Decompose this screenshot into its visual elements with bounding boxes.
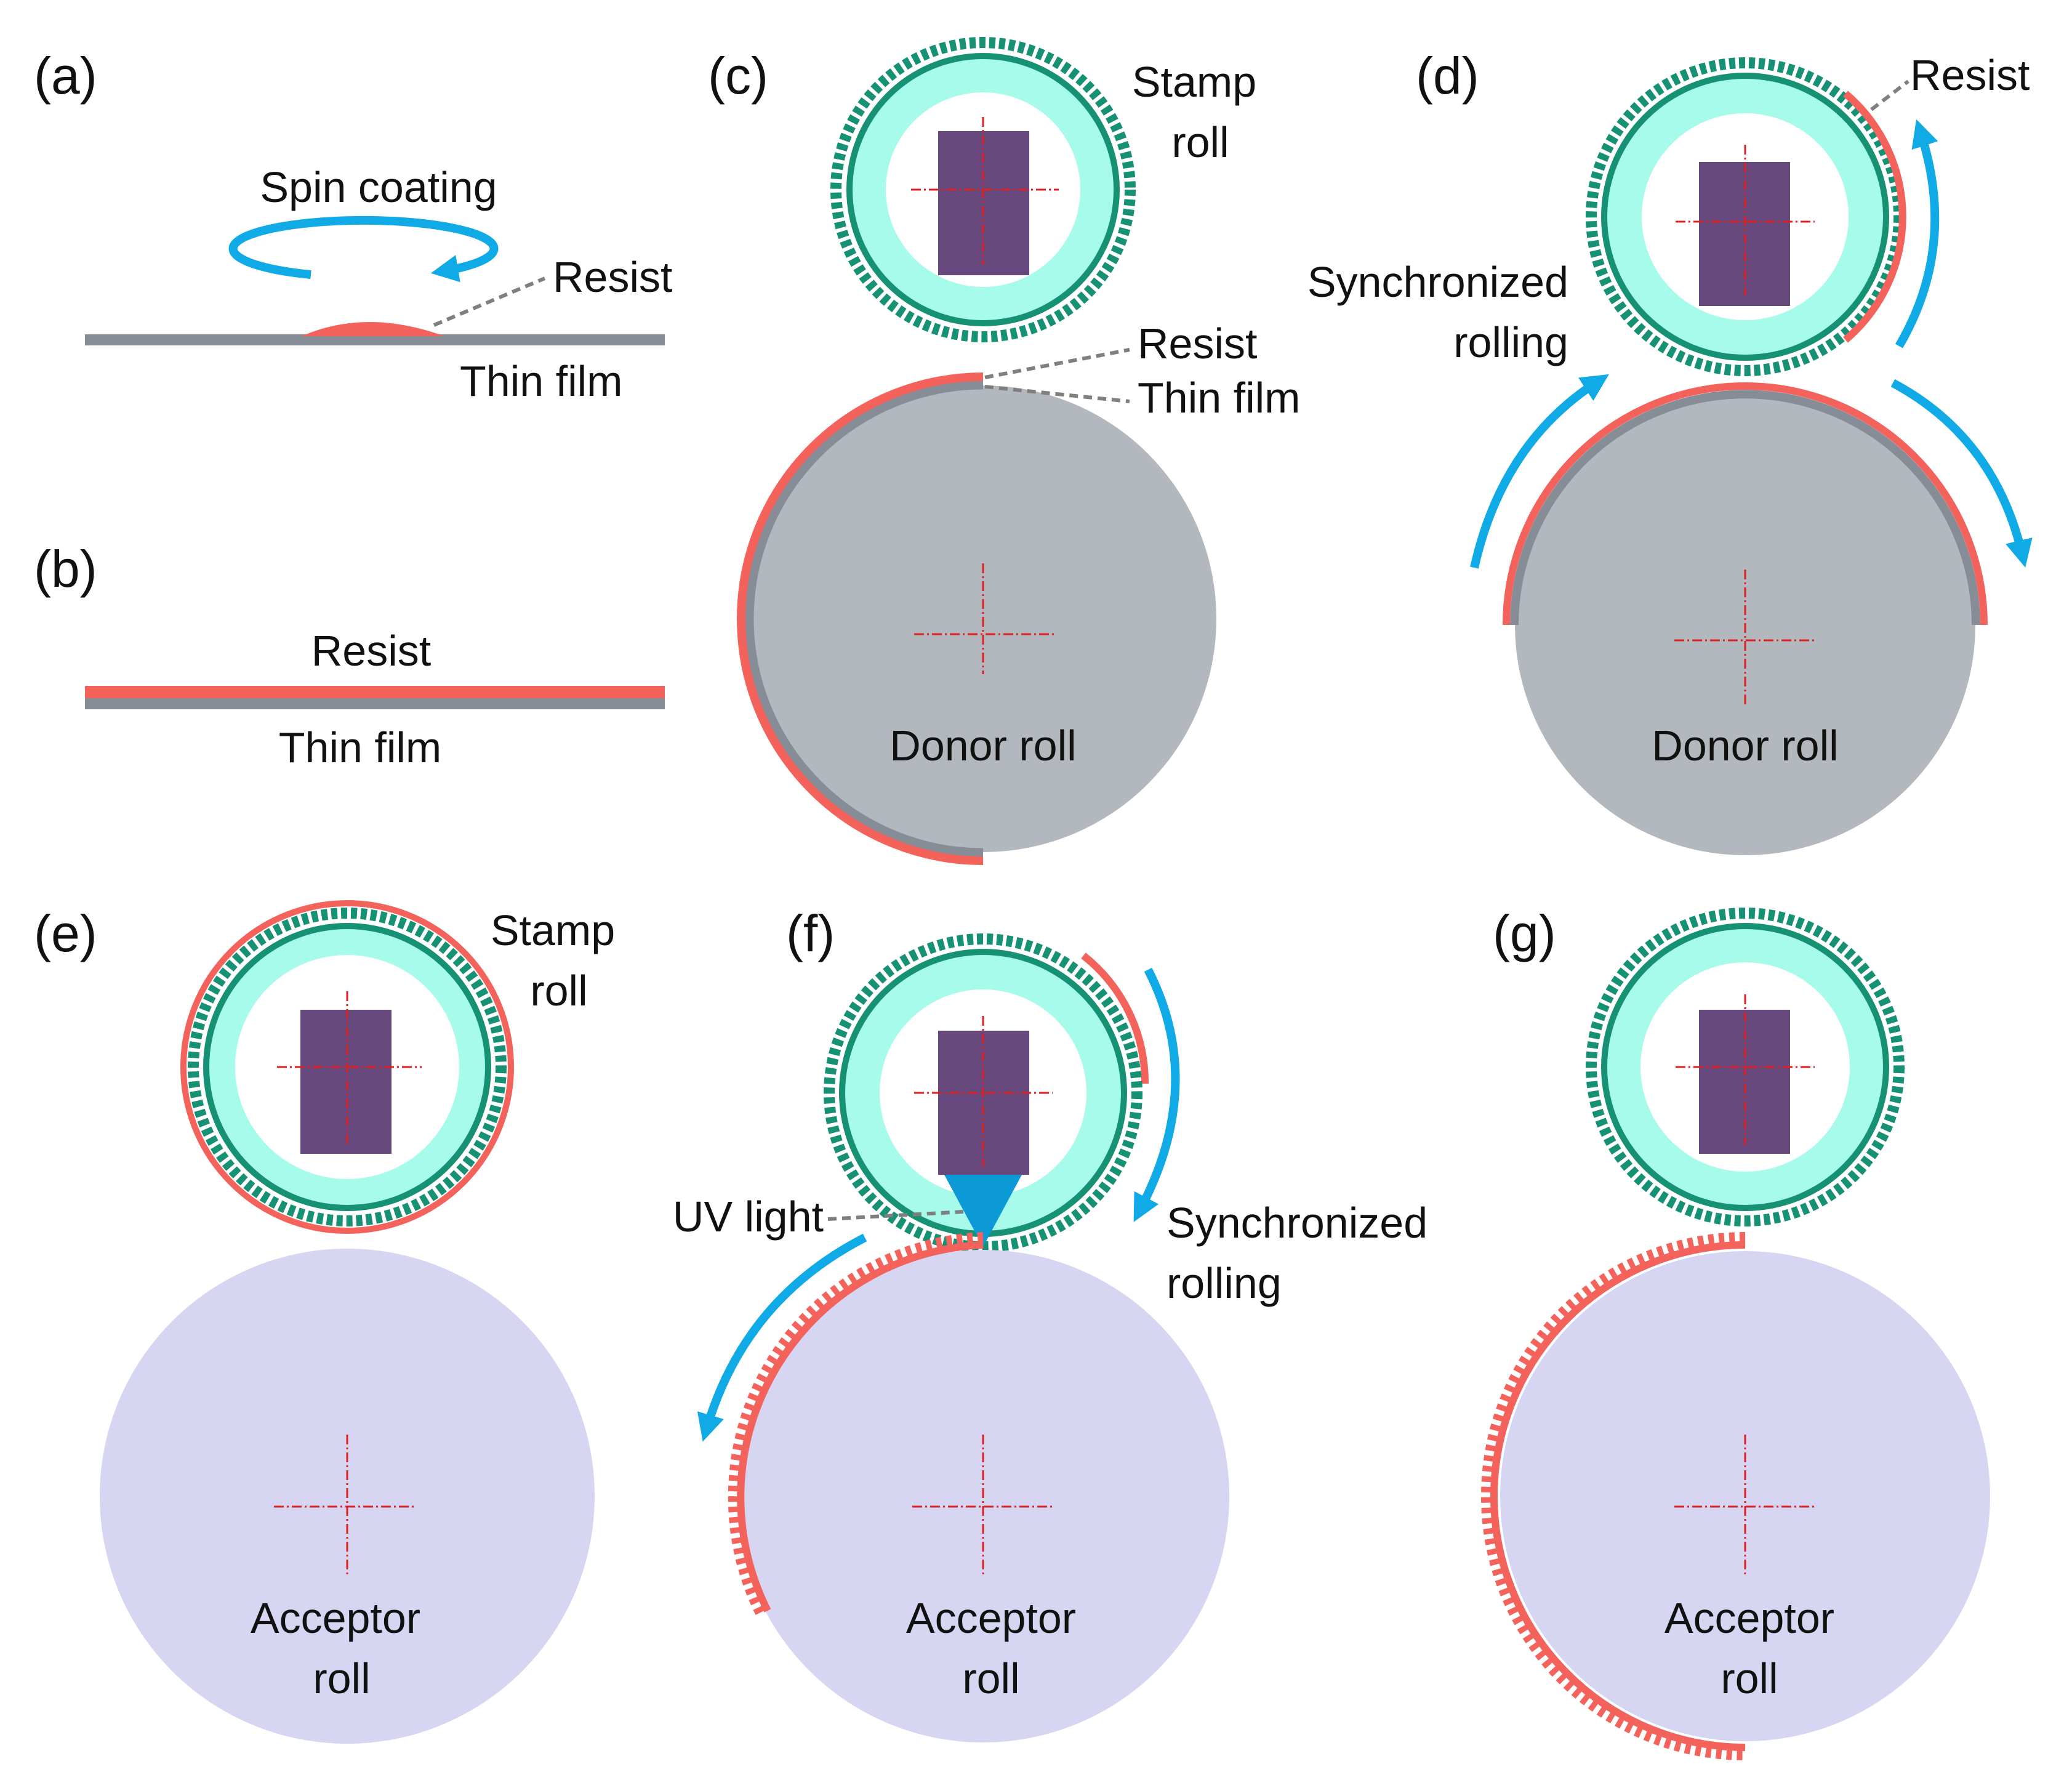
thin-film-wrap-d — [1510, 390, 1980, 626]
panel-b: (b) Resist Thin film — [34, 540, 665, 771]
acceptor-roll-g — [1481, 1232, 1990, 1760]
thin-film-wrap-c — [744, 380, 984, 858]
panel-e-label: (e) — [34, 904, 97, 962]
spin-coating-label: Spin coating — [260, 163, 497, 211]
stamp-roll-c — [830, 37, 1136, 342]
resist-label-c: Resist — [1138, 320, 1257, 368]
resist-layer-b — [85, 686, 665, 698]
sync-arrow-right-d — [1890, 379, 2033, 568]
sync-arrow-left-d — [1470, 374, 1609, 569]
sync-label-d-2: rolling — [1453, 318, 1568, 366]
thin-film-layer-b — [85, 698, 665, 709]
donor-roll-label-d: Donor roll — [1652, 722, 1838, 770]
resist-wrap-c — [737, 373, 984, 865]
donor-roll-label-c: Donor roll — [889, 722, 1076, 770]
resist-drop — [302, 322, 444, 336]
panel-d-label: (d) — [1416, 47, 1479, 105]
resist-on-stamp-d — [1843, 91, 1906, 343]
resist-on-stamp-f — [1081, 952, 1149, 1084]
stamp-label-e-2: roll — [530, 967, 587, 1015]
patterned-resist-teeth-g — [1481, 1232, 1746, 1760]
resist-label-b: Resist — [311, 627, 431, 675]
panel-e: (e) Stamp roll Acceptor roll — [34, 900, 615, 1744]
stamp-roll-e — [180, 900, 514, 1234]
acceptor-label-e-1: Acceptor — [251, 1594, 420, 1642]
sync-arrow-stamp-f — [1133, 967, 1180, 1222]
acceptor-label-e-2: roll — [313, 1654, 370, 1702]
uv-light-beam — [944, 1175, 1022, 1247]
acceptor-label-g-2: roll — [1721, 1654, 1778, 1702]
motor-block-e — [300, 1010, 392, 1154]
acceptor-label-f-2: roll — [962, 1654, 1019, 1702]
sync-arrow-acceptor-f — [697, 1233, 867, 1442]
stamp-roll-d — [1586, 57, 1906, 376]
thin-film-label-c: Thin film — [1138, 374, 1300, 422]
spin-arrow-icon — [228, 215, 499, 283]
sync-label-d-1: Synchronized — [1307, 258, 1568, 306]
stamp-label-c-2: roll — [1171, 118, 1229, 166]
donor-roll-d — [1503, 382, 1988, 855]
sync-label-f-2: rolling — [1167, 1259, 1282, 1307]
stamp-roll-g — [1586, 908, 1905, 1226]
donor-roll-c — [737, 373, 1216, 865]
sync-label-f-1: Synchronized — [1167, 1199, 1428, 1247]
resist-leader-a — [433, 276, 546, 327]
thin-film-label-b: Thin film — [279, 723, 441, 771]
panel-b-label: (b) — [34, 540, 97, 598]
acceptor-label-g-1: Acceptor — [1664, 1594, 1834, 1642]
thin-film-label-a: Thin film — [460, 357, 622, 405]
uv-leader-f — [827, 1210, 964, 1221]
panel-a: (a) Spin coating Resist Thin film — [34, 47, 672, 405]
patterned-resist-teeth-f — [728, 1232, 984, 1617]
stamp-label-c-1: Stamp — [1132, 58, 1256, 106]
resist-label-d: Resist — [1910, 51, 2030, 99]
patterned-resist-f — [737, 1241, 984, 1613]
resist-leader-c — [984, 348, 1130, 379]
patterned-resist-g — [1490, 1241, 1746, 1751]
panel-d: (d) Resist Synchronized rolling Donor ro… — [1307, 47, 2033, 855]
panel-g: (g) Acceptor roll — [1481, 904, 1990, 1760]
film-leader-c — [984, 385, 1130, 403]
stamp-roll-f — [824, 933, 1149, 1252]
acceptor-roll-f — [728, 1232, 1229, 1742]
resist-label-a: Resist — [553, 253, 672, 301]
panel-c: (c) Stamp roll Resist Thin film Donor ro… — [708, 37, 1300, 865]
uv-light-label: UV light — [673, 1193, 824, 1241]
panel-f: (f) UV light Acceptor roll Synchronized … — [673, 904, 1428, 1742]
stamp-label-e-1: Stamp — [491, 906, 615, 954]
resist-leader-d — [1870, 79, 1909, 111]
sync-arrow-up-d — [1895, 119, 1940, 348]
acceptor-label-f-1: Acceptor — [906, 1594, 1076, 1642]
panel-f-label: (f) — [786, 904, 835, 962]
panel-a-label: (a) — [34, 47, 97, 105]
resist-wrap-d — [1503, 382, 1988, 626]
panel-c-label: (c) — [708, 47, 768, 105]
panel-g-label: (g) — [1493, 904, 1556, 962]
acceptor-roll-e — [100, 1249, 595, 1744]
